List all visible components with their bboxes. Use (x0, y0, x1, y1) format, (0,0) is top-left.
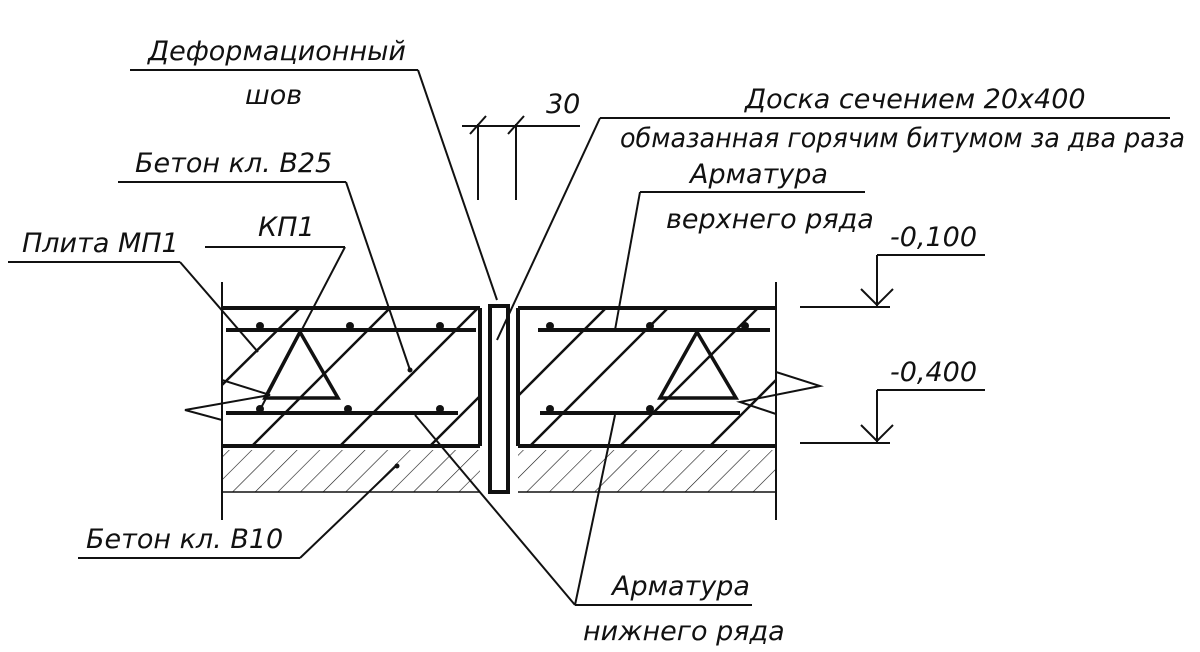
elevation-mark-top (800, 254, 985, 308)
leader-lines (8, 69, 1170, 606)
rebar-bottom-row (226, 405, 740, 415)
label-board-line1: Доска сечением 20х400 (744, 84, 1086, 115)
label-concrete-b25: Бетон кл. В25 (135, 148, 332, 179)
elevation-mark-bottom (800, 389, 985, 444)
label-deformation-joint-line2: шов (245, 80, 302, 111)
label-dimension-30: 30 (546, 89, 580, 120)
label-slab-mp1: Плита МП1 (22, 228, 179, 259)
label-level-top: -0,100 (890, 222, 977, 253)
right-slab (516, 282, 824, 520)
label-board-line2: обмазанная горячим битумом за два раза (620, 123, 1185, 154)
dimension-30 (462, 115, 580, 200)
base-concrete-b10 (222, 450, 776, 493)
labels: Деформационный шов 30 Доска сечением 20х… (22, 36, 1185, 647)
joint-board (488, 304, 510, 494)
label-bottom-rebar-line2: нижнего ряда (583, 616, 785, 647)
label-kp1: КП1 (258, 212, 315, 243)
kp1-frame-right (657, 328, 740, 400)
kp1-frame-left (262, 328, 342, 400)
label-top-rebar-line2: верхнего ряда (666, 204, 874, 235)
label-top-rebar-line1: Арматура (688, 159, 828, 190)
rebar-top-row (226, 322, 770, 332)
label-bottom-rebar-line1: Арматура (610, 571, 750, 602)
label-concrete-b10: Бетон кл. В10 (86, 524, 283, 555)
label-level-bottom: -0,400 (890, 357, 977, 388)
label-deformation-joint-line1: Деформационный (147, 36, 406, 67)
